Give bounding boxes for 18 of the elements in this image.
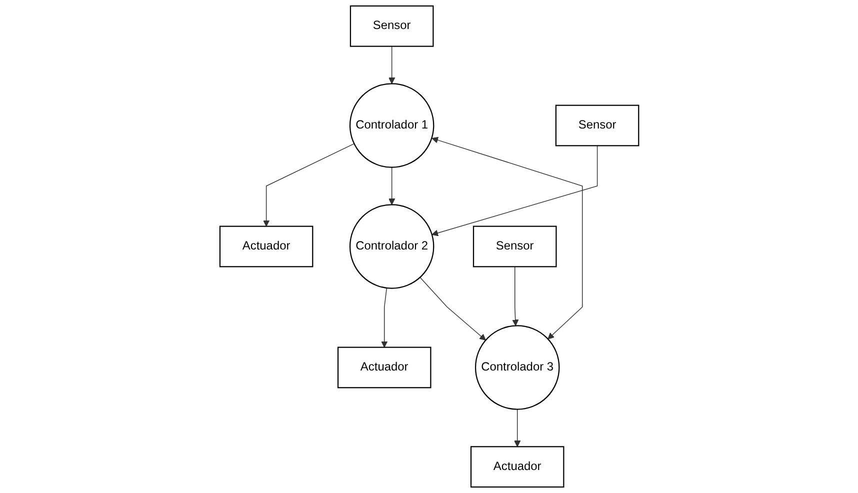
arrow xyxy=(431,136,582,340)
node-box: Actuador xyxy=(337,346,431,388)
node-box: Sensor xyxy=(555,104,639,146)
node-circle: Controlador 1 xyxy=(349,83,434,168)
node-box: Actuador xyxy=(470,446,564,488)
node-box: Sensor xyxy=(350,5,434,47)
node-circle: Controlador 2 xyxy=(349,204,434,289)
arrow xyxy=(380,288,388,348)
node-box: Sensor xyxy=(472,226,556,268)
arrow xyxy=(512,266,518,326)
arrow xyxy=(262,143,354,227)
node-circle: Controlador 3 xyxy=(474,325,560,410)
node-box: Actuador xyxy=(219,226,313,268)
arrow xyxy=(388,166,395,205)
arrow xyxy=(431,145,598,236)
arrow xyxy=(514,408,520,447)
arrow xyxy=(388,46,395,84)
arrow xyxy=(419,277,486,340)
